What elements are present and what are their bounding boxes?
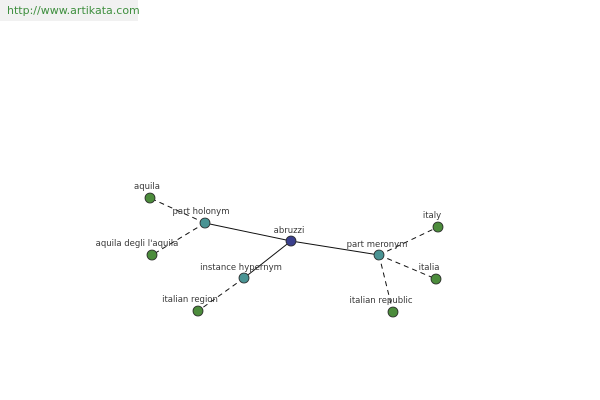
edge-part-meronym-italian-republic xyxy=(378,254,394,313)
node-italia-dot[interactable] xyxy=(430,273,442,285)
node-italia-label: italia xyxy=(419,263,440,273)
node-part-holonym-label: part holonym xyxy=(173,207,230,217)
node-aquila-degli-l-aquila-dot[interactable] xyxy=(146,249,158,261)
node-italian-region[interactable]: italian region xyxy=(162,295,218,317)
node-italy[interactable]: italy xyxy=(423,211,444,233)
node-aquila-degli-l-aquila-label: aquila degli l'aquila xyxy=(96,239,179,249)
node-aquila-degli-l-aquila[interactable]: aquila degli l'aquila xyxy=(96,239,179,261)
edge-abruzzi-part-holonym xyxy=(204,222,292,242)
node-part-holonym-dot[interactable] xyxy=(199,217,211,229)
node-italia[interactable]: italia xyxy=(419,263,442,285)
node-italian-republic-label: italian republic xyxy=(349,296,412,306)
node-part-meronym[interactable]: part meronym xyxy=(347,240,408,261)
edge-instance-hypernym-italian-region xyxy=(197,277,245,312)
node-abruzzi-dot[interactable] xyxy=(285,235,297,247)
node-part-holonym[interactable]: part holonym xyxy=(173,207,230,229)
node-aquila-label: aquila xyxy=(134,182,160,192)
edge-part-holonym-aquila xyxy=(149,197,206,224)
node-aquila[interactable]: aquila xyxy=(134,182,160,204)
node-abruzzi[interactable]: abruzzi xyxy=(274,226,305,247)
node-italy-dot[interactable] xyxy=(432,221,444,233)
edge-part-holonym-aquila-degli-l-aquila xyxy=(151,222,206,256)
site-url-link[interactable]: http://www.artikata.com xyxy=(0,0,140,21)
node-instance-hypernym-dot[interactable] xyxy=(238,272,250,284)
node-part-meronym-dot[interactable] xyxy=(373,249,385,261)
edge-abruzzi-part-meronym xyxy=(290,240,380,256)
node-italian-region-label: italian region xyxy=(162,295,218,305)
node-instance-hypernym[interactable]: instance hypernym xyxy=(200,263,282,284)
edge-part-meronym-italia xyxy=(378,254,437,280)
node-italian-republic-dot[interactable] xyxy=(387,306,399,318)
edge-abruzzi-instance-hypernym xyxy=(243,240,292,279)
node-italian-region-dot[interactable] xyxy=(192,305,204,317)
node-italy-label: italy xyxy=(423,211,441,221)
edge-part-meronym-italy xyxy=(378,226,439,256)
node-instance-hypernym-label: instance hypernym xyxy=(200,263,282,273)
node-abruzzi-label: abruzzi xyxy=(274,226,305,236)
node-part-meronym-label: part meronym xyxy=(347,240,408,250)
node-aquila-dot[interactable] xyxy=(144,192,156,204)
node-italian-republic[interactable]: italian republic xyxy=(349,296,413,318)
